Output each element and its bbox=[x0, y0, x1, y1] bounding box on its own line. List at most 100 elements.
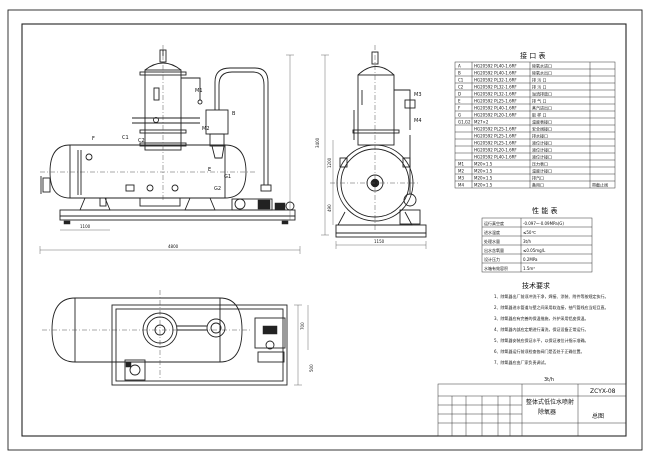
front-ejector-pipe bbox=[214, 67, 269, 185]
tech-req-item: 6、除氧器运行前须检查各阀门是否处于正确位置。 bbox=[494, 348, 585, 354]
plan-pump-set bbox=[254, 317, 286, 349]
label-b: B bbox=[232, 111, 236, 117]
equipment-name-line1: 整体式低位水喷射 bbox=[526, 398, 574, 406]
tech-req-item: 3、除氧器应有完善的保温措施，外护采用铝皮保温。 bbox=[494, 315, 589, 321]
tech-req-item: 7、除氧器应由厂家负责调试。 bbox=[494, 359, 549, 365]
perf-value: 0.2MPa bbox=[523, 257, 538, 262]
perf-table-title: 性 能 表 bbox=[532, 206, 557, 215]
nozzle-name: 压力表口 bbox=[532, 160, 548, 166]
perf-label: 运行真空度 bbox=[484, 220, 504, 226]
nozzle-spec: M20×1.5 bbox=[474, 161, 493, 166]
nozzle-code: C1 bbox=[458, 77, 464, 82]
label-g1: G1 bbox=[224, 174, 231, 180]
nozzle-spec: HG20592 PL40-1.6RF bbox=[474, 63, 517, 68]
nozzle-name: 除氧水出口 bbox=[532, 69, 552, 75]
nozzle-code: G bbox=[458, 112, 461, 117]
nozzle-name: 取 样 口 bbox=[532, 111, 547, 117]
perf-value: ≤0.05mg/L bbox=[523, 248, 546, 253]
nozzle-name: 温度计接口 bbox=[532, 167, 552, 173]
dim-plan-h1: 700 bbox=[300, 322, 305, 330]
label-c1: C1 bbox=[122, 135, 129, 141]
label-m4: M4 bbox=[414, 118, 422, 124]
perf-label: 处理水量 bbox=[484, 238, 500, 244]
nozzle-note: 带截止阀 bbox=[592, 181, 608, 187]
nozzle-code: A bbox=[458, 63, 461, 68]
tech-req-title: 技术要求 bbox=[522, 281, 550, 290]
nozzle-code: M4 bbox=[458, 182, 464, 187]
sheet-label: 总图 bbox=[592, 412, 604, 420]
plan-view: 700 500 bbox=[42, 290, 314, 386]
nozzle-code: B bbox=[458, 70, 461, 75]
nozzle-spec: M20×1.5 bbox=[474, 168, 493, 173]
label-m3: M3 bbox=[414, 92, 422, 98]
dim-side-v2: 1200 bbox=[327, 157, 332, 168]
nozzle-spec: HG20592 PL40-1.6RF bbox=[474, 105, 517, 110]
nozzle-code: M1 bbox=[458, 161, 464, 166]
nozzle-spec: HG20592 PL25-1.6RF bbox=[474, 140, 517, 145]
front-pump-set bbox=[231, 198, 295, 211]
nozzle-code: F bbox=[458, 105, 461, 110]
front-view: M1 M2 C1 C2 F B G1 G2 E 4800 1100 bbox=[39, 45, 301, 254]
tech-req-item: 1、除氧器出厂前须冲洗干净，焊接、涂装、附件等按规定执行。 bbox=[494, 293, 609, 299]
dim-side-width: 1150 bbox=[374, 239, 385, 244]
perf-value: ≤50℃ bbox=[523, 230, 536, 235]
side-view: 3400 490 1200 1150 M3 M4 bbox=[315, 45, 427, 249]
nozzle-spec: HG20592 PL20-1.6RF bbox=[474, 147, 517, 152]
equipment-name-line2: 除氧器 bbox=[538, 408, 556, 416]
nozzle-spec: HG20592 PL32-1.6RF bbox=[474, 84, 517, 89]
nozzle-name: 排 污 口 bbox=[532, 83, 547, 89]
label-g2: G2 bbox=[214, 186, 221, 192]
nozzle-name: 液位计接口 bbox=[532, 153, 552, 159]
capacity-label: 3t/h bbox=[544, 377, 554, 383]
label-f: F bbox=[92, 136, 95, 142]
label-e: E bbox=[208, 167, 211, 173]
nozzle-name: 排 污 口 bbox=[532, 76, 547, 82]
nozzle-code: M2 bbox=[458, 168, 464, 173]
perf-value: 1.5m³ bbox=[523, 266, 535, 271]
perf-label: 出水含氧量 bbox=[484, 247, 504, 253]
technical-requirements: 技术要求 1、除氧器出厂前须冲洗干净，焊接、涂装、附件等按规定执行。 2、除氧器进… bbox=[494, 281, 609, 365]
nozzle-spec: HG20592 PL25-1.6RF bbox=[474, 133, 517, 138]
nozzle-name: 蒸汽进出口 bbox=[532, 104, 552, 110]
nozzle-spec: M20×1.5 bbox=[474, 175, 493, 180]
nozzle-code: G1,G2 bbox=[458, 119, 471, 124]
nozzle-spec: HG20592 PL40-1.6RF bbox=[474, 154, 517, 159]
nozzle-table-title: 接 口 表 bbox=[520, 51, 545, 60]
drawing-number: ZCYX-08 bbox=[590, 388, 616, 395]
nozzle-name: 排水接口 bbox=[532, 132, 548, 138]
label-m1: M1 bbox=[195, 88, 203, 94]
nozzle-table: 接 口 表 A HG20592 PL40-1.6RF 除氧水进口 B HG20592 P… bbox=[454, 51, 616, 189]
nozzle-name: 溢流排放口 bbox=[532, 90, 552, 96]
tech-req-item: 2、除氧器进水管道与壁之间采用软连接，抽气管线应当短且直。 bbox=[494, 304, 609, 310]
nozzle-code: E bbox=[458, 98, 461, 103]
nozzle-spec: HG20592 PL25-1.6RF bbox=[474, 98, 517, 103]
title-block: ZCYX-08 3t/h 整体式低位水喷射 除氧器 总图 bbox=[437, 377, 627, 437]
dim-plan-h2: 500 bbox=[309, 364, 314, 372]
tech-req-item: 4、除氧器内部应定期进行清洗，保证设备正常运行。 bbox=[494, 326, 589, 332]
nozzle-name: 排 气 口 bbox=[532, 97, 547, 103]
dim-front-side-a: 1100 bbox=[80, 224, 91, 229]
nozzle-spec: M20×1.5 bbox=[474, 182, 493, 187]
nozzle-code: M3 bbox=[458, 175, 464, 180]
nozzle-name: 除氧水进口 bbox=[532, 62, 552, 68]
nozzle-name: 备用口 bbox=[532, 181, 544, 187]
nozzle-spec: HG20592 PL32-1.6RF bbox=[474, 77, 517, 82]
side-deaerator-column bbox=[357, 74, 395, 146]
tech-req-item: 5、除氧器安装应保证水平，以保证液位计指示准确。 bbox=[494, 337, 589, 343]
nozzle-spec: M27×2 bbox=[474, 119, 489, 124]
nozzle-code: C2 bbox=[458, 84, 464, 89]
sheet-inner-border bbox=[21, 23, 627, 437]
nozzle-spec: HG20592 PL40-1.6RF bbox=[474, 70, 517, 75]
perf-value: -0.097~-0.09MPa(G) bbox=[523, 221, 564, 226]
perf-label: 进水温度 bbox=[484, 229, 500, 235]
dim-side-height: 3400 bbox=[315, 137, 320, 148]
nozzle-name: 液位计接口 bbox=[532, 139, 552, 145]
perf-label: 水箱有效容积 bbox=[484, 265, 508, 271]
label-m2: M2 bbox=[202, 126, 210, 132]
nozzle-name: 液位计接口 bbox=[532, 146, 552, 152]
perf-label: 设计压力 bbox=[484, 256, 500, 262]
label-c2: C2 bbox=[138, 138, 145, 144]
nozzle-spec: HG20592 PL32-1.6RF bbox=[474, 91, 517, 96]
sheet-outer-border bbox=[7, 9, 643, 451]
nozzle-name: 排汽口 bbox=[532, 174, 544, 180]
